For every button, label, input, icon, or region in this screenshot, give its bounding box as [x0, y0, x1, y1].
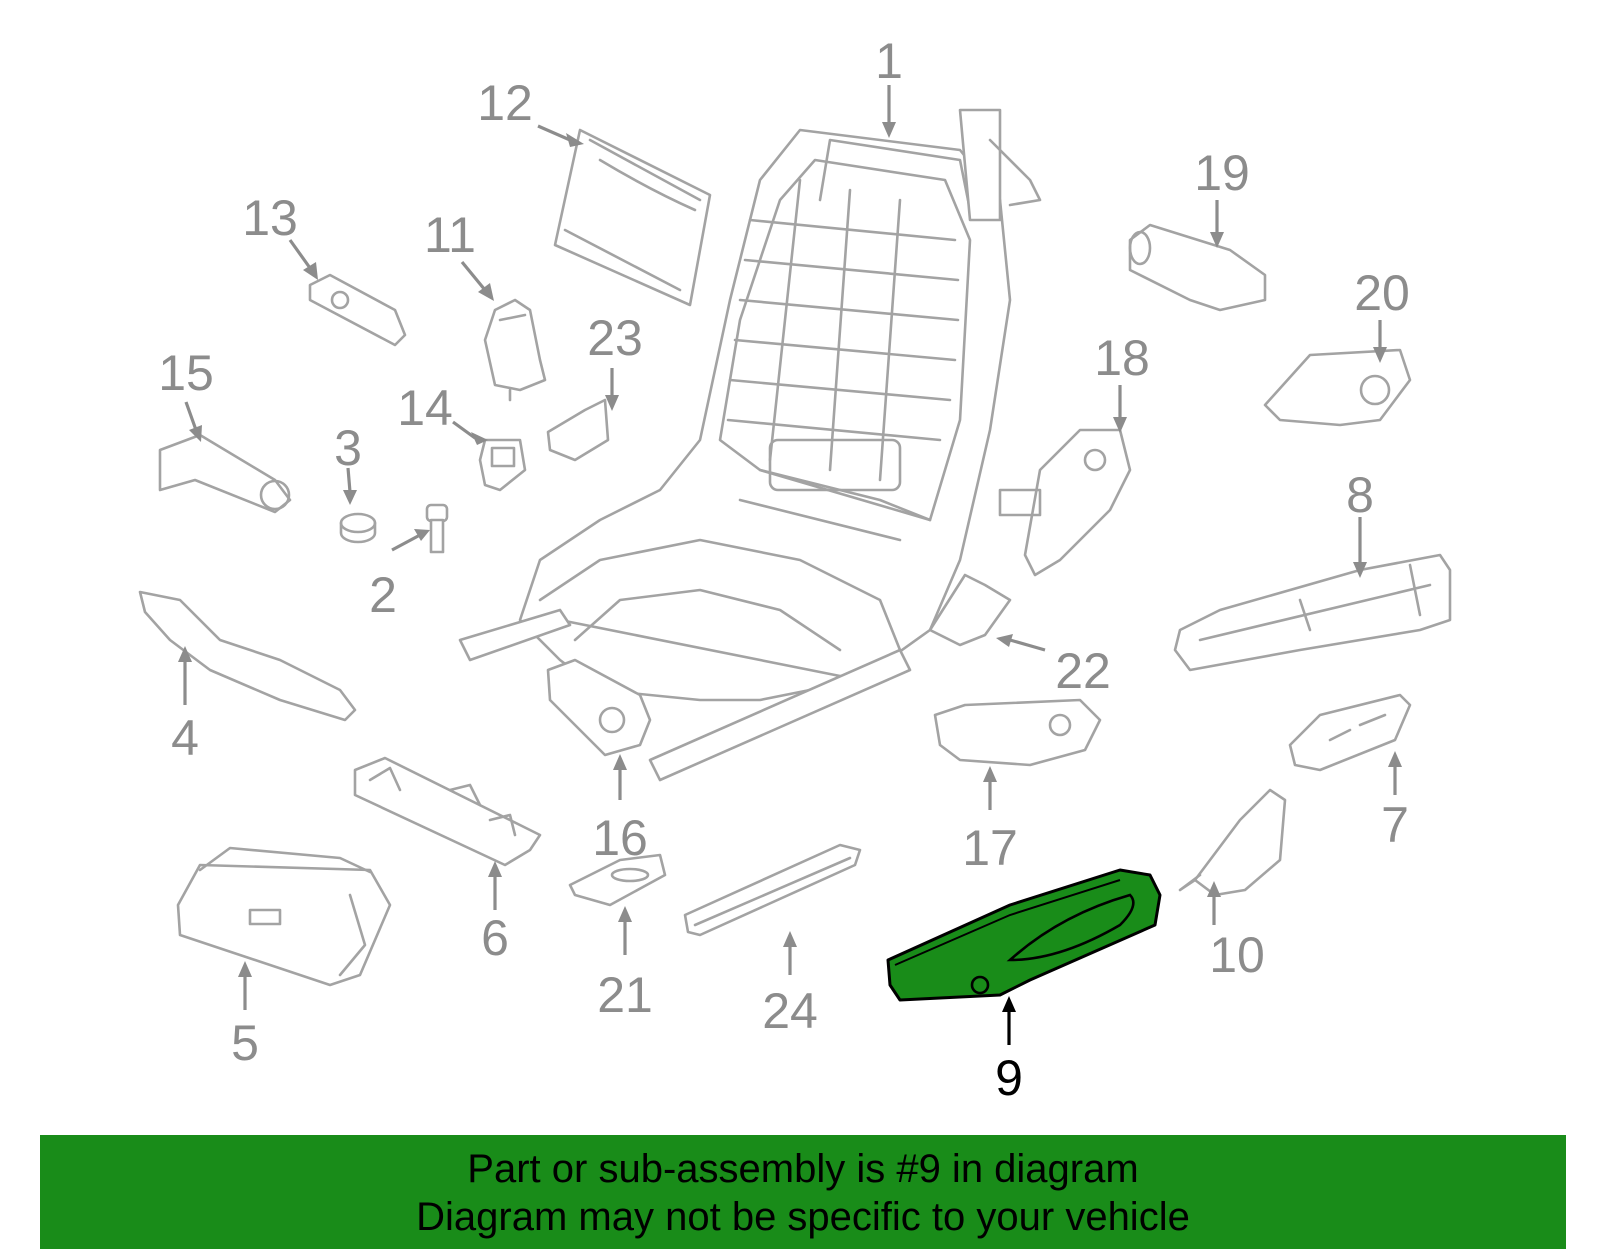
callout-14: 14 — [397, 380, 453, 436]
callout-22: 22 — [1055, 643, 1111, 699]
part-22-bracket[interactable] — [928, 573, 1012, 647]
callout-2: 2 — [369, 567, 397, 623]
part-16-motor[interactable] — [546, 658, 652, 757]
callout-13: 13 — [242, 190, 298, 246]
callout-10: 10 — [1209, 927, 1265, 983]
callout-11: 11 — [424, 207, 476, 263]
part-6-bracket[interactable] — [353, 756, 542, 867]
part-24-rail[interactable] — [683, 843, 862, 937]
part-5-switch-cover[interactable] — [176, 846, 392, 987]
callout-21: 21 — [597, 967, 653, 1023]
callout-labels: 1 2 3 4 5 6 7 8 9 10 11 12 13 14 15 16 1… — [158, 33, 1410, 1106]
callout-17: 17 — [962, 820, 1018, 876]
callout-4: 4 — [171, 710, 199, 766]
callout-7: 7 — [1381, 797, 1409, 853]
callout-arrows — [178, 85, 1402, 1045]
part-11-cover[interactable] — [483, 298, 547, 402]
callout-9: 9 — [995, 1050, 1023, 1106]
part-2-bolt[interactable] — [425, 503, 449, 554]
part-3-nut[interactable] — [339, 512, 377, 544]
callout-23: 23 — [587, 310, 643, 366]
callout-3: 3 — [334, 420, 362, 476]
callout-19: 19 — [1194, 145, 1250, 201]
callout-6: 6 — [481, 910, 509, 966]
part-23-bracket[interactable] — [546, 398, 610, 462]
part-19-motor[interactable] — [1128, 223, 1267, 312]
callout-24: 24 — [762, 983, 818, 1039]
callout-12: 12 — [477, 75, 533, 131]
banner-line-2: Diagram may not be specific to your vehi… — [416, 1195, 1190, 1239]
banner-line-1: Part or sub-assembly is #9 in diagram — [467, 1147, 1139, 1191]
part-15-motor[interactable] — [158, 433, 292, 514]
callout-15: 15 — [158, 345, 214, 401]
part-1-seat-frame[interactable] — [458, 108, 1042, 782]
part-7-switch[interactable] — [1288, 693, 1412, 772]
callout-5: 5 — [231, 1015, 259, 1071]
callout-16: 16 — [592, 810, 648, 866]
callout-20: 20 — [1354, 265, 1410, 321]
part-4-trim-strip[interactable] — [138, 590, 357, 722]
part-17-motor[interactable] — [933, 698, 1102, 767]
callout-8: 8 — [1346, 467, 1374, 523]
part-14-clip[interactable] — [478, 438, 527, 492]
callout-1: 1 — [875, 33, 903, 89]
part-21-clip[interactable] — [568, 853, 667, 907]
part-20-motor[interactable] — [1263, 348, 1412, 427]
part-9-side-cover-highlighted[interactable] — [886, 868, 1162, 1002]
part-10-trim-piece[interactable] — [1178, 788, 1287, 897]
part-12-back-panel[interactable] — [553, 128, 712, 307]
callout-18: 18 — [1094, 330, 1150, 386]
part-8-track[interactable] — [1173, 553, 1452, 672]
part-18-motor[interactable] — [998, 428, 1132, 577]
info-banner: Part or sub-assembly is #9 in diagram Di… — [40, 1135, 1566, 1249]
part-13-motor[interactable] — [308, 273, 407, 347]
